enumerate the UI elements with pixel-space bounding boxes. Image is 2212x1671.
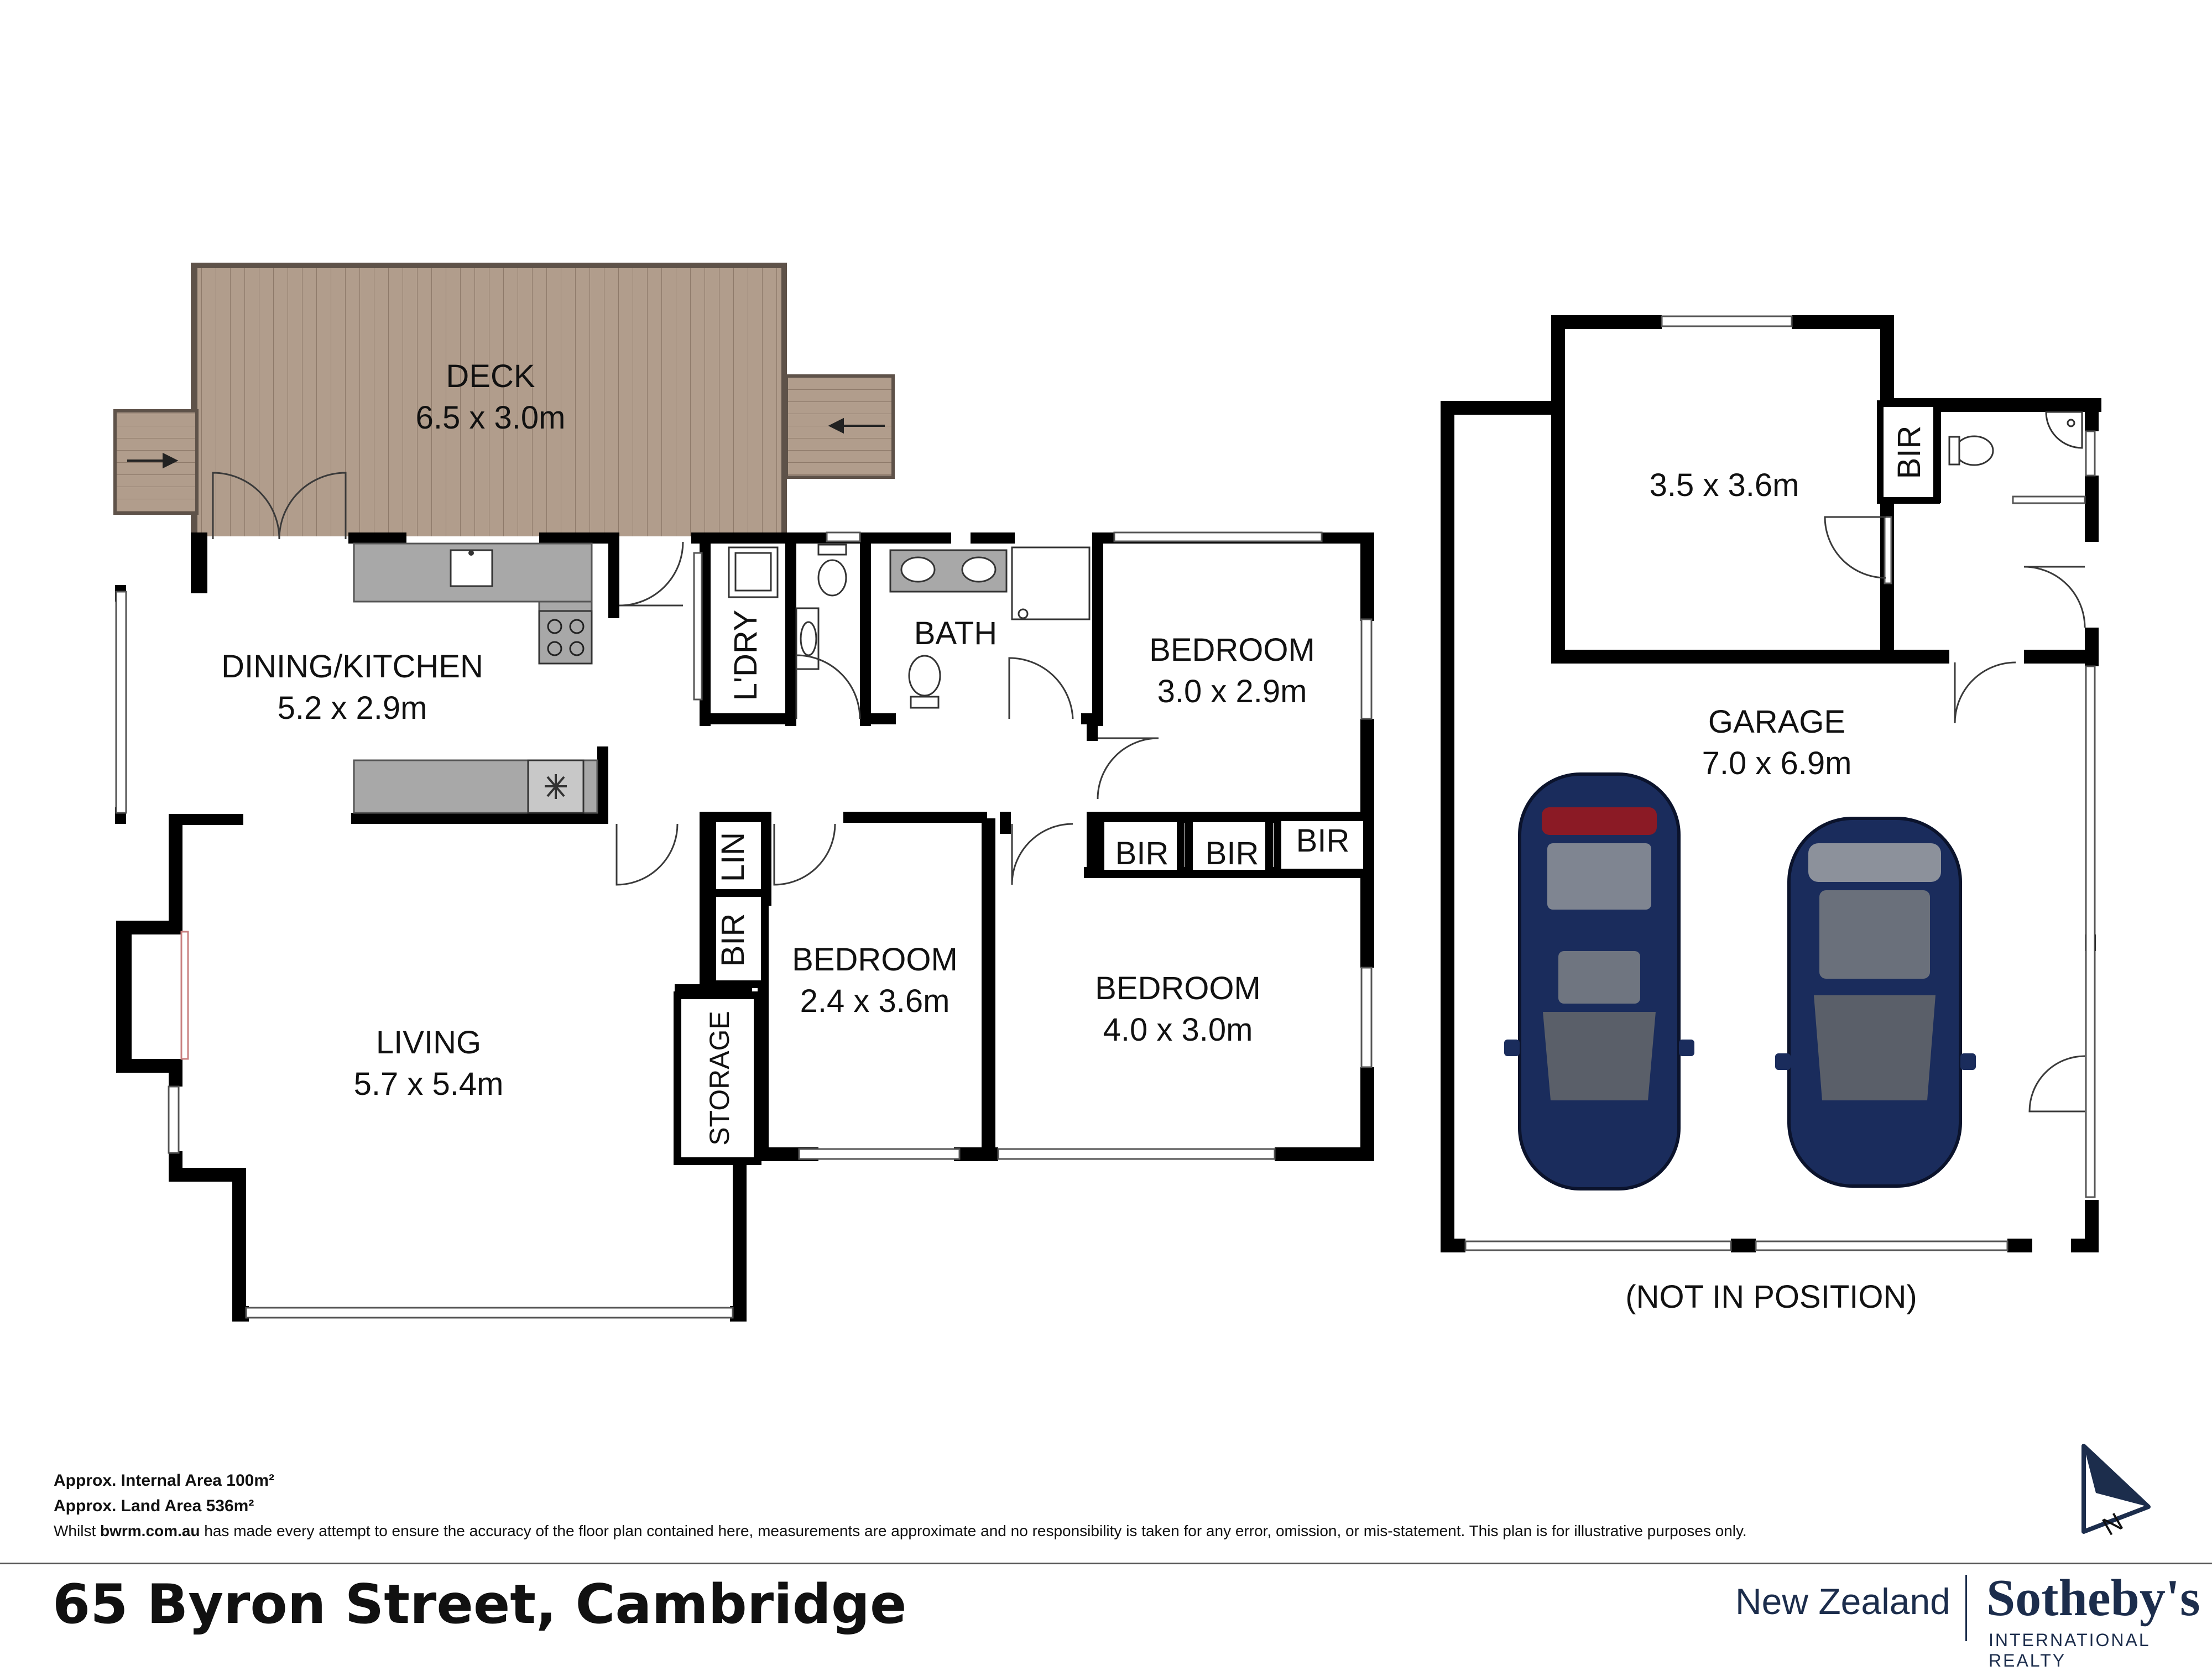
garage-windows [1464,315,2096,1251]
garage-name: GARAGE [1708,704,1845,740]
disclaimer-site: bwrm.com.au [100,1522,200,1539]
brand-tagline: INTERNATIONAL REALTY [1989,1630,2150,1670]
bedroom-3-size: 4.0 x 3.0m [1103,1012,1253,1048]
storage-label: STORAGE [704,1011,735,1146]
deck-name: DECK [446,358,535,394]
bir-label-living: BIR [715,913,751,967]
shower [1011,546,1091,620]
stair-arrow-left [127,452,179,469]
toilet-bath [908,655,941,709]
brand-separator [1965,1575,1967,1641]
laundry-tub [728,546,779,598]
garage-wc [1948,411,2083,466]
deck-size: 6.5 x 3.0m [416,400,566,436]
windows [115,531,1373,1319]
car-right [1775,817,1976,1188]
bedroom-1-size: 3.0 x 2.9m [1157,673,1307,709]
built-ins [674,813,1371,1165]
compass-icon [2081,1444,2151,1534]
vanity-wc [795,607,820,670]
garage-bir [1877,400,1940,504]
disclaimer-pre: Whilst [54,1522,100,1539]
internal-area: Approx. Internal Area 100m² [54,1471,275,1490]
bay-window [116,921,189,1073]
bir-label-garage: BIR [1891,426,1927,479]
toilet-laundry [817,544,847,597]
dining-kitchen-size: 5.2 x 2.9m [278,690,427,726]
deck-double-door [212,472,347,540]
property-address: 65 Byron Street, Cambridge [53,1573,907,1636]
bir-label-2: BIR [1206,836,1259,871]
kitchen-island [353,759,598,814]
disclaimer: Whilst bwrm.com.au has made every attemp… [54,1519,1747,1543]
studio-size: 3.5 x 3.6m [1650,467,1799,503]
footer-divider [0,1563,2212,1564]
bedroom-2-name: BEDROOM [792,942,958,978]
garage-size: 7.0 x 6.9m [1702,745,1852,781]
bir-label-3: BIR [1296,823,1350,859]
disclaimer-post: has made every attempt to ensure the acc… [200,1522,1747,1539]
linen-label: LIN [715,832,751,882]
brand-region: New Zealand [1735,1581,1950,1622]
living-name: LIVING [376,1025,481,1061]
cooktop [538,610,593,665]
bedroom-3-name: BEDROOM [1095,970,1261,1006]
garage-note: (NOT IN POSITION) [1625,1279,1917,1315]
plan-notes: Approx. Internal Area 100m² Approx. Land… [54,1468,1747,1543]
deck [113,263,895,540]
living-size: 5.7 x 5.4m [354,1066,504,1102]
land-area: Approx. Land Area 536m² [54,1497,254,1515]
garage-doors [1824,516,2086,1113]
bedroom-2-size: 2.4 x 3.6m [800,983,950,1019]
laundry-name: L'DRY [728,610,764,701]
bath-name: BATH [914,615,997,651]
stair-arrow-right [828,417,885,434]
double-vanity [889,549,1008,593]
brand-logo-name: Sotheby's [1986,1569,2200,1627]
bir-label-1: BIR [1115,836,1169,871]
car-left [1504,772,1694,1190]
doors [615,541,1159,886]
bedroom-1-name: BEDROOM [1149,632,1315,668]
dining-kitchen-name: DINING/KITCHEN [221,649,483,685]
